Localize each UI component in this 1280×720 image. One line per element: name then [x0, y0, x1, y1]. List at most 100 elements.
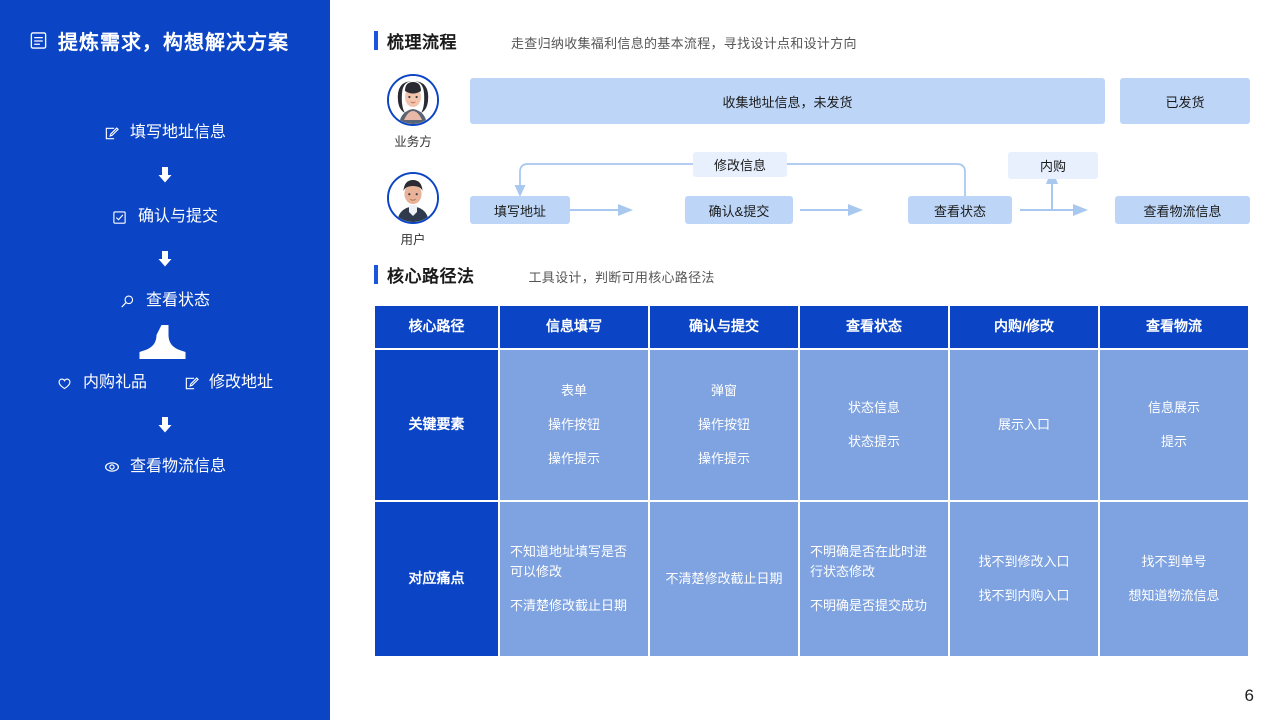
- table-cell: 找不到单号 想知道物流信息: [1099, 501, 1249, 657]
- sidebar-item-label: 修改地址: [209, 374, 274, 391]
- table-header-cell: 核心路径: [374, 305, 499, 349]
- user-box-label: 查看状态: [933, 203, 986, 219]
- branch-label-inapp[interactable]: 内购: [1008, 152, 1098, 179]
- cell-line: 信息展示: [1147, 399, 1200, 415]
- user-box-label: 查看物流信息: [1143, 203, 1222, 219]
- sidebar-arrow-2: [155, 249, 175, 269]
- sidebar-item-inapp-gift[interactable]: 内购礼品: [57, 375, 147, 391]
- cell-line: 操作提示: [697, 451, 750, 467]
- cell-line: 找不到单号: [1141, 553, 1207, 569]
- sidebar-arrow-3: [155, 415, 175, 435]
- section-accent-bar: [374, 31, 378, 50]
- section-accent-bar: [374, 265, 378, 284]
- business-box-label: 已发货: [1165, 94, 1205, 110]
- checkbox-icon: [112, 209, 128, 225]
- sidebar-item-edit-address[interactable]: 修改地址: [183, 375, 273, 391]
- table-cell: 找不到修改入口 找不到内购入口: [949, 501, 1099, 657]
- section-subtitle: 走查归纳收集福利信息的基本流程，寻找设计点和设计方向: [511, 36, 857, 51]
- table-cell: 信息展示 提示: [1099, 349, 1249, 501]
- cell-line: 不清楚修改截止日期: [510, 598, 628, 614]
- main-content: 梳理流程 走查归纳收集福利信息的基本流程，寻找设计点和设计方向 业务方: [330, 0, 1280, 720]
- section-title: 核心路径法: [387, 267, 475, 286]
- user-box-view-logistics[interactable]: 查看物流信息: [1115, 196, 1250, 224]
- table-cell: 不明确是否在此时进行状态修改 不明确是否提交成功: [799, 501, 949, 657]
- sidebar-arrow-1: [155, 165, 175, 185]
- sidebar-title: 提炼需求，构想解决方案: [28, 26, 289, 55]
- business-box-shipped[interactable]: 已发货: [1120, 78, 1250, 124]
- section-header-core-path: 核心路径法 工具设计，判断可用核心路径法: [374, 262, 715, 287]
- business-box-label: 收集地址信息，未发货: [722, 94, 853, 110]
- table-row: 对应痛点 不知道地址填写是否可以修改 不清楚修改截止日期 不清楚修改截止日期 不…: [374, 501, 1249, 657]
- sidebar-item-fill-address[interactable]: 填写地址信息: [104, 125, 226, 141]
- section-title: 梳理流程: [387, 33, 457, 52]
- cell-line: 找不到内购入口: [978, 588, 1070, 603]
- cell-line: 表单: [560, 382, 587, 398]
- sidebar-branch-row: 内购礼品 修改地址: [57, 375, 273, 391]
- table-header-cell: 信息填写: [499, 305, 649, 349]
- sidebar-item-label: 填写地址信息: [129, 124, 226, 141]
- table-cell: 不清楚修改截止日期: [649, 501, 799, 657]
- sidebar-item-label: 确认与提交: [137, 208, 218, 225]
- cell-line: 展示入口: [997, 416, 1050, 432]
- section-header-process: 梳理流程 走查归纳收集福利信息的基本流程，寻找设计点和设计方向: [374, 28, 857, 53]
- sidebar-item-label: 查看物流信息: [129, 458, 226, 475]
- cell-line: 操作按钮: [547, 416, 600, 432]
- table-header-cell: 内购/修改: [949, 305, 1099, 349]
- cell-line: 操作按钮: [697, 416, 750, 432]
- sidebar-item-view-status[interactable]: 查看状态: [120, 293, 210, 309]
- user-box-label: 确认&提交: [708, 203, 770, 219]
- table-cell: 弹窗 操作按钮 操作提示: [649, 349, 799, 501]
- actor-user: 用户: [378, 172, 448, 248]
- user-box-view-status[interactable]: 查看状态: [908, 196, 1012, 224]
- sidebar: 提炼需求，构想解决方案 填写地址信息: [0, 0, 330, 720]
- table-cell: 展示入口: [949, 349, 1099, 501]
- cell-line: 状态提示: [847, 434, 900, 449]
- sidebar-item-label: 内购礼品: [82, 374, 147, 391]
- cell-line: 不知道地址填写是否可以修改: [510, 543, 628, 579]
- cell-line: 状态信息: [847, 399, 900, 415]
- page-number: 6: [1244, 686, 1254, 705]
- table-header-cell: 查看物流: [1099, 305, 1249, 349]
- cell-line: 弹窗: [710, 382, 737, 398]
- sidebar-item-label: 查看状态: [145, 292, 210, 309]
- sidebar-item-confirm-submit[interactable]: 确认与提交: [112, 209, 218, 225]
- actor-label: 业务方: [394, 135, 432, 149]
- loop-label-text: 修改信息: [713, 158, 766, 173]
- eye-icon: [104, 459, 120, 475]
- table-cell: 状态信息 状态提示: [799, 349, 949, 501]
- user-box-label: 填写地址: [493, 203, 546, 219]
- cell-line: 不明确是否在此时进行状态修改: [810, 543, 928, 579]
- cell-line: 找不到修改入口: [978, 553, 1070, 569]
- table-header-row: 核心路径 信息填写 确认与提交 查看状态 内购/修改 查看物流: [374, 305, 1249, 349]
- female-avatar: [387, 74, 439, 126]
- male-avatar: [387, 172, 439, 224]
- heart-icon: [57, 375, 73, 391]
- table-cell: 表单 操作按钮 操作提示: [499, 349, 649, 501]
- cell-line: 想知道物流信息: [1128, 588, 1220, 603]
- section-subtitle: 工具设计，判断可用核心路径法: [528, 270, 715, 285]
- table-cell: 不知道地址填写是否可以修改 不清楚修改截止日期: [499, 501, 649, 657]
- actor-business: 业务方: [378, 74, 448, 150]
- table-header-cell: 查看状态: [799, 305, 949, 349]
- sidebar-branch-arrow: [137, 325, 193, 363]
- cell-line: 操作提示: [547, 451, 600, 467]
- core-path-table: 核心路径 信息填写 确认与提交 查看状态 内购/修改 查看物流 关键要素 表单 …: [374, 305, 1249, 657]
- table-row-label: 关键要素: [374, 349, 499, 501]
- user-box-confirm-submit[interactable]: 确认&提交: [685, 196, 793, 224]
- cell-line: 提示: [1160, 434, 1187, 449]
- table-row-label: 对应痛点: [374, 501, 499, 657]
- branch-label-text: 内购: [1039, 159, 1066, 174]
- cell-line: 不明确是否提交成功: [810, 598, 928, 614]
- edit-square-icon: [183, 375, 199, 391]
- sidebar-flow-list: 填写地址信息 确认与提交: [0, 125, 330, 475]
- user-box-fill-address[interactable]: 填写地址: [470, 196, 570, 224]
- cell-line: 不清楚修改截止日期: [665, 570, 783, 586]
- table-row: 关键要素 表单 操作按钮 操作提示 弹窗 操作按钮 操作提示: [374, 349, 1249, 501]
- business-box-collecting[interactable]: 收集地址信息，未发货: [470, 78, 1105, 124]
- sidebar-title-text: 提炼需求，构想解决方案: [58, 32, 289, 54]
- loop-label-modify-info[interactable]: 修改信息: [693, 152, 787, 177]
- sidebar-item-view-logistics[interactable]: 查看物流信息: [104, 459, 226, 475]
- edit-square-icon: [104, 125, 120, 141]
- actor-label: 用户: [400, 233, 426, 247]
